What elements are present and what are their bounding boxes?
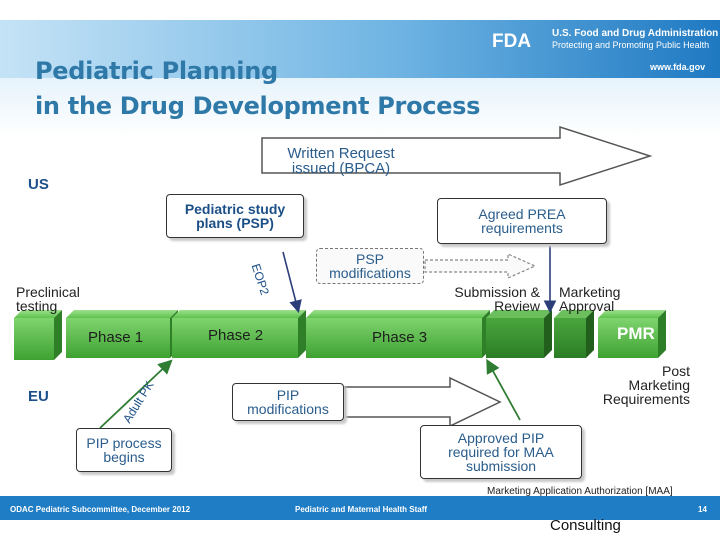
prea-line2: requirements bbox=[481, 220, 563, 236]
page-title-line2: in the Drug Development Process bbox=[35, 92, 481, 120]
top-margin bbox=[0, 0, 720, 20]
maa-note: Marketing Application Authorization [MAA… bbox=[487, 486, 673, 497]
marketing-label: Marketing Approval bbox=[559, 285, 620, 313]
us-label: US bbox=[28, 176, 49, 193]
phase3-block bbox=[306, 318, 482, 358]
written-request-line1: Written Request bbox=[287, 145, 395, 162]
pip-begins-box: PIP process begins bbox=[76, 428, 172, 472]
prea-line1: Agreed PREA bbox=[478, 206, 566, 222]
phase2-label: Phase 2 bbox=[208, 327, 264, 344]
footer-left: ODAC Pediatric Subcommittee, December 20… bbox=[10, 505, 191, 514]
agency-name: U.S. Food and Drug Administration bbox=[552, 28, 719, 39]
written-request-label: Written Request issued (BPCA) bbox=[270, 145, 412, 177]
written-request-line2: issued (BPCA) bbox=[291, 160, 391, 177]
preclinical-label: Preclinical testing bbox=[16, 285, 80, 313]
fda-logo-text: FDA bbox=[492, 31, 531, 50]
written-request-arrow bbox=[261, 125, 653, 187]
approval-block bbox=[554, 318, 586, 358]
pip-mod-line2: modifications bbox=[247, 401, 329, 417]
fda-logo-icon: FDA bbox=[492, 31, 531, 50]
post-marketing-line3: Requirements bbox=[602, 391, 690, 407]
preclinical-line1: Preclinical bbox=[16, 284, 80, 300]
page-title-line1: Pediatric Planning bbox=[35, 57, 278, 85]
submission-label: Submission & Review bbox=[446, 285, 540, 313]
pip-mod-line1: PIP bbox=[276, 387, 300, 403]
psp-mod-box: PSP modifications bbox=[316, 248, 424, 284]
agency-url: www.fda.gov bbox=[650, 62, 706, 72]
footer-bar bbox=[0, 496, 720, 520]
psp-mod-line2: modifications bbox=[329, 265, 411, 281]
preclinical-top bbox=[14, 310, 62, 318]
psp-line2: plans (PSP) bbox=[196, 215, 274, 231]
phase1-block bbox=[66, 318, 170, 358]
psp-box: Pediatric study plans (PSP) bbox=[166, 194, 304, 238]
preclinical-block bbox=[14, 318, 54, 360]
phase1-label: Phase 1 bbox=[88, 329, 144, 346]
pip-mod-arrow bbox=[344, 376, 502, 428]
prea-box: Agreed PREA requirements bbox=[437, 198, 607, 244]
agency-tagline: Protecting and Promoting Public Health bbox=[552, 40, 710, 50]
consulting-label: Consulting bbox=[550, 517, 621, 534]
footer-center: Pediatric and Maternal Health Staff bbox=[295, 505, 428, 514]
post-marketing-line2: Marketing bbox=[628, 377, 690, 393]
pmr-label: PMR bbox=[617, 324, 655, 343]
approved-pip-arrow bbox=[486, 358, 521, 421]
page-number: 14 bbox=[698, 505, 707, 514]
phase3-label: Phase 3 bbox=[372, 329, 428, 346]
approved-pip-box: Approved PIP required for MAA submission bbox=[420, 425, 582, 479]
header-banner bbox=[0, 20, 720, 78]
approved-pip-line2: required for MAA bbox=[448, 444, 554, 460]
post-marketing-label: Post Marketing Requirements bbox=[590, 364, 690, 406]
eu-label: EU bbox=[28, 388, 49, 405]
pip-begins-line2: begins bbox=[103, 449, 145, 465]
psp-line1: Pediatric study bbox=[184, 201, 286, 217]
marketing-line2: Approval bbox=[559, 298, 615, 314]
pip-begins-line1: PIP process bbox=[86, 435, 162, 451]
psp-mod-line1: PSP bbox=[355, 251, 384, 267]
pmr-block bbox=[598, 318, 658, 358]
submission-line2: Review bbox=[494, 298, 540, 314]
submission-line1: Submission & bbox=[454, 284, 540, 300]
approved-pip-line3: submission bbox=[465, 458, 537, 474]
approved-pip-line1: Approved PIP bbox=[457, 430, 545, 446]
phase2-block bbox=[172, 318, 298, 358]
submission-block bbox=[486, 318, 544, 358]
psp-mod-arrow bbox=[424, 253, 537, 279]
pip-mod-box: PIP modifications bbox=[232, 383, 344, 421]
preclinical-line2: testing bbox=[16, 298, 58, 314]
eop2-arrow bbox=[282, 251, 302, 314]
marketing-line1: Marketing bbox=[559, 284, 621, 300]
post-marketing-line1: Post bbox=[661, 363, 690, 379]
adult-pk-arrow bbox=[99, 359, 173, 429]
